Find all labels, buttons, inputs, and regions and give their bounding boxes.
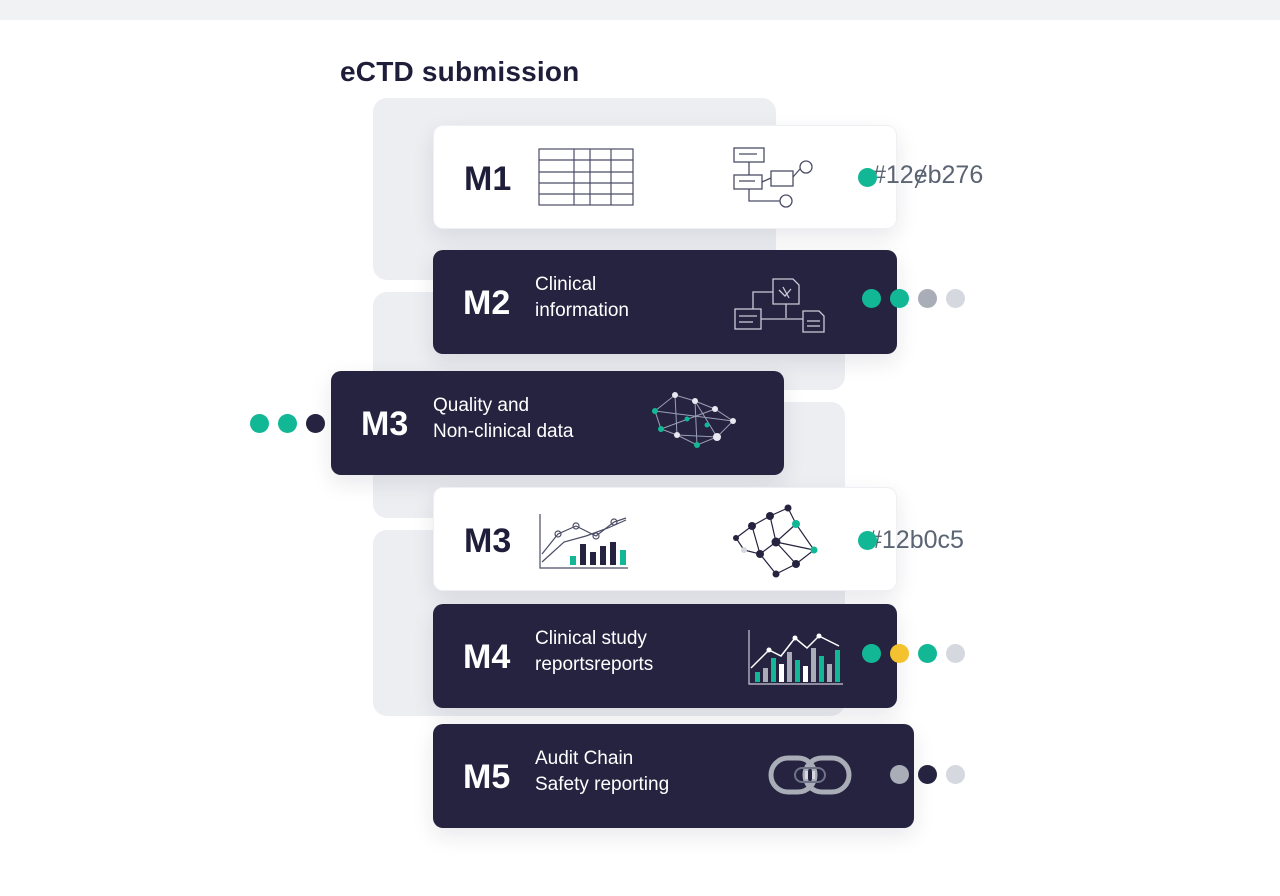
status-dot <box>306 414 325 433</box>
line-bar-chart-icon <box>539 514 628 569</box>
module-card-m3-dark[interactable]: M3 Quality and Non-clinical data <box>331 371 784 475</box>
hex-code-label: #12b0c5 <box>868 526 964 554</box>
module-card-m2[interactable]: M2 Clinical information <box>433 250 897 354</box>
module-description-line: information <box>535 300 629 321</box>
status-dot <box>946 289 965 308</box>
module-code: M5 <box>463 758 511 796</box>
status-dot <box>918 289 937 308</box>
module-description-line: Quality and <box>433 395 530 416</box>
status-dot <box>946 765 965 784</box>
module-code: M1 <box>464 160 512 198</box>
status-dot <box>946 644 965 663</box>
module-card-m5[interactable]: M5 Audit Chain Safety reporting <box>433 724 914 828</box>
module-description-line: Audit Chain <box>535 748 634 769</box>
module-description: Quality and Non-clinical data <box>433 393 573 445</box>
network-icon <box>652 392 736 448</box>
status-dot <box>890 765 909 784</box>
status-dot <box>858 531 877 550</box>
status-dot <box>862 644 881 663</box>
module-description-line: Clinical <box>535 274 597 295</box>
module-code: M3 <box>361 405 409 443</box>
table-icon <box>538 148 634 206</box>
top-bar <box>0 0 1280 20</box>
hex-code-label: #12ɇb276 <box>872 161 984 189</box>
bar-line-chart-icon <box>748 630 843 685</box>
module-card-m4[interactable]: M4 Clinical study reportsreports <box>433 604 897 708</box>
flowchart-icon <box>733 147 813 208</box>
page-title: eCTD submission <box>340 56 580 87</box>
module-code: M4 <box>463 638 511 676</box>
module-description: Clinical study reportsreports <box>535 626 653 678</box>
module-description-line: Non-clinical data <box>433 421 574 442</box>
status-dot <box>890 644 909 663</box>
module-code: M2 <box>463 284 511 322</box>
module-description-line: Clinical study <box>535 628 647 649</box>
module-code: M3 <box>464 522 512 560</box>
status-dot <box>862 289 881 308</box>
module-description: Clinical information <box>535 272 629 324</box>
status-dot <box>890 289 909 308</box>
module-description: Audit Chain Safety reporting <box>535 746 669 798</box>
status-dot <box>918 765 937 784</box>
status-dot <box>858 168 877 187</box>
module-card-m3-light[interactable]: M3 <box>433 487 897 591</box>
module-card-m1[interactable]: M1 <box>433 125 897 229</box>
module-description-line: Safety reporting <box>535 774 670 795</box>
status-dot <box>250 414 269 433</box>
module-description-line: reportsreports <box>535 654 654 675</box>
status-dot <box>918 644 937 663</box>
document-flow-icon <box>734 278 825 333</box>
status-dot <box>278 414 297 433</box>
network-graph-icon <box>733 504 818 578</box>
chain-link-icon <box>768 755 852 795</box>
